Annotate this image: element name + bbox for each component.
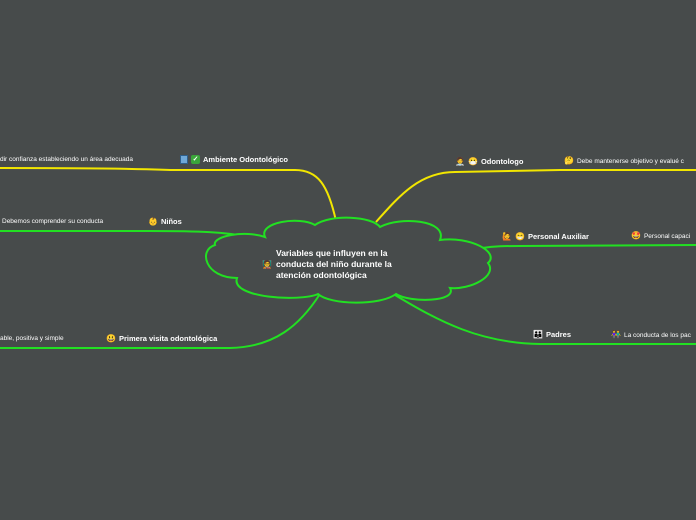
dentist-icon: 🧑‍⚕️ <box>455 156 465 166</box>
topic-odontologo[interactable]: 🧑‍⚕️ 😷 Odontologo <box>455 157 523 166</box>
subtopic-padres-label: La conducta de los pac <box>623 331 691 339</box>
building-icon <box>180 155 188 164</box>
subtopic-primera-visita-label: able, positiva y simple <box>0 335 64 342</box>
subtopic-odontologo-label: Debe mantenerse objetivo y evalué c <box>576 157 684 165</box>
topic-primera-visita[interactable]: 😃 Primera visita odontológica <box>106 334 217 343</box>
topic-ninos-label: Niños <box>160 217 182 226</box>
star-face-icon: 🤩 <box>631 231 641 240</box>
subtopic-odontologo[interactable]: 🤔 Debe mantenerse objetivo y evalué c <box>564 157 684 165</box>
topic-odontologo-label: Odontologo <box>480 157 524 166</box>
subtopic-ambiente[interactable]: dir confianza estableciendo un área adec… <box>0 156 133 163</box>
parents-icon: 👫 <box>611 330 621 339</box>
topic-personal-auxiliar[interactable]: 🙋 😁 Personal Auxiliar <box>502 232 589 241</box>
central-cloud <box>205 216 492 304</box>
child-icon: 👶 <box>148 216 158 226</box>
family-icon: 👪 <box>533 329 543 339</box>
assistant-icon: 🙋 <box>502 231 512 241</box>
subtopic-personal-auxiliar-label: Personal capaci <box>643 232 691 240</box>
topic-padres-label: Padres <box>545 330 571 339</box>
branch-line-odontologo <box>375 169 696 223</box>
branch-line-ninos <box>0 230 251 238</box>
thinking-face-icon: 🤔 <box>564 156 574 165</box>
subtopic-ambiente-label: dir confianza estableciendo un área adec… <box>0 156 133 163</box>
subtopic-padres[interactable]: 👫 La conducta de los pac <box>611 331 691 339</box>
topic-primera-visita-label: Primera visita odontológica <box>118 334 218 343</box>
topic-ambiente-label: Ambiente Odontológico <box>203 155 288 164</box>
person-icon: 🧑‍🏫 <box>262 260 272 269</box>
topic-ninos[interactable]: 👶 Niños <box>148 217 182 226</box>
central-topic[interactable]: Variables que influyen en la conducta de… <box>276 248 392 280</box>
branch-line-auxiliar <box>481 244 696 249</box>
topic-personal-auxiliar-label: Personal Auxiliar <box>527 232 589 241</box>
topic-ambiente[interactable]: ✓ Ambiente Odontológico <box>180 155 288 164</box>
subtopic-ninos-label: Debemos comprender su conducta <box>2 218 104 225</box>
subtopic-ninos[interactable]: Debemos comprender su conducta <box>2 218 103 225</box>
subtopic-personal-auxiliar[interactable]: 🤩 Personal capaci <box>631 232 690 240</box>
mask-face-icon: 😷 <box>467 156 478 166</box>
branch-line-ambiente <box>0 167 337 222</box>
check-icon: ✓ <box>191 155 200 164</box>
branch-line-padres <box>394 294 696 345</box>
grin-face-icon: 😁 <box>514 231 525 241</box>
subtopic-primera-visita[interactable]: able, positiva y simple <box>0 335 64 342</box>
branch-line-primera <box>0 293 321 349</box>
topic-padres[interactable]: 👪 Padres <box>533 330 571 339</box>
smiley-icon: 😃 <box>106 333 116 343</box>
